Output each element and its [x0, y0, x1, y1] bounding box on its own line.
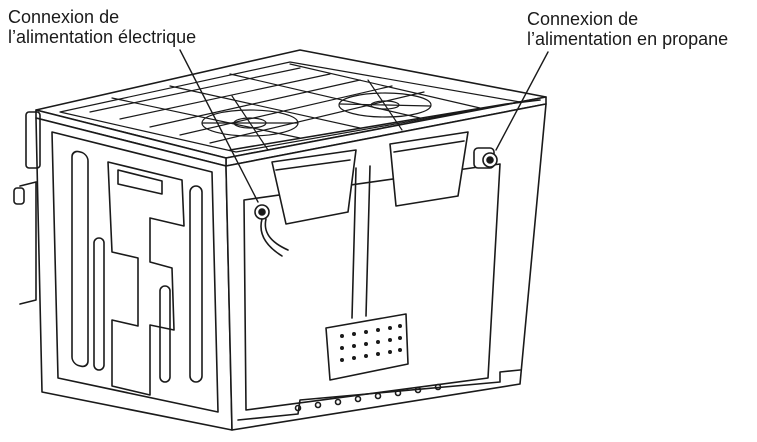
- propane-leader-line: [495, 51, 549, 151]
- cooktop-surface: [35, 49, 547, 167]
- propane-connection-callout: Connexion de l’alimentation en propane: [527, 9, 728, 49]
- electric-leader-line: [179, 49, 259, 203]
- propane-callout-line-2: l’alimentation en propane: [527, 29, 729, 49]
- access-plate: [325, 313, 409, 381]
- left-side-panel: [13, 111, 233, 431]
- electric-callout-line-1: Connexion de: [8, 7, 120, 27]
- bottom-rail-holes: [294, 383, 442, 412]
- electric-callout-line-2: l’alimentation électrique: [8, 27, 197, 47]
- electric-connection-callout: Connexion de l’alimentation électrique: [8, 7, 196, 47]
- propane-connection-fitting: [473, 147, 498, 169]
- propane-callout-line-1: Connexion de: [527, 9, 639, 29]
- rear-vent-hoods: [271, 131, 469, 225]
- burner-grates: [59, 61, 521, 153]
- electric-connection-fitting: [254, 204, 289, 257]
